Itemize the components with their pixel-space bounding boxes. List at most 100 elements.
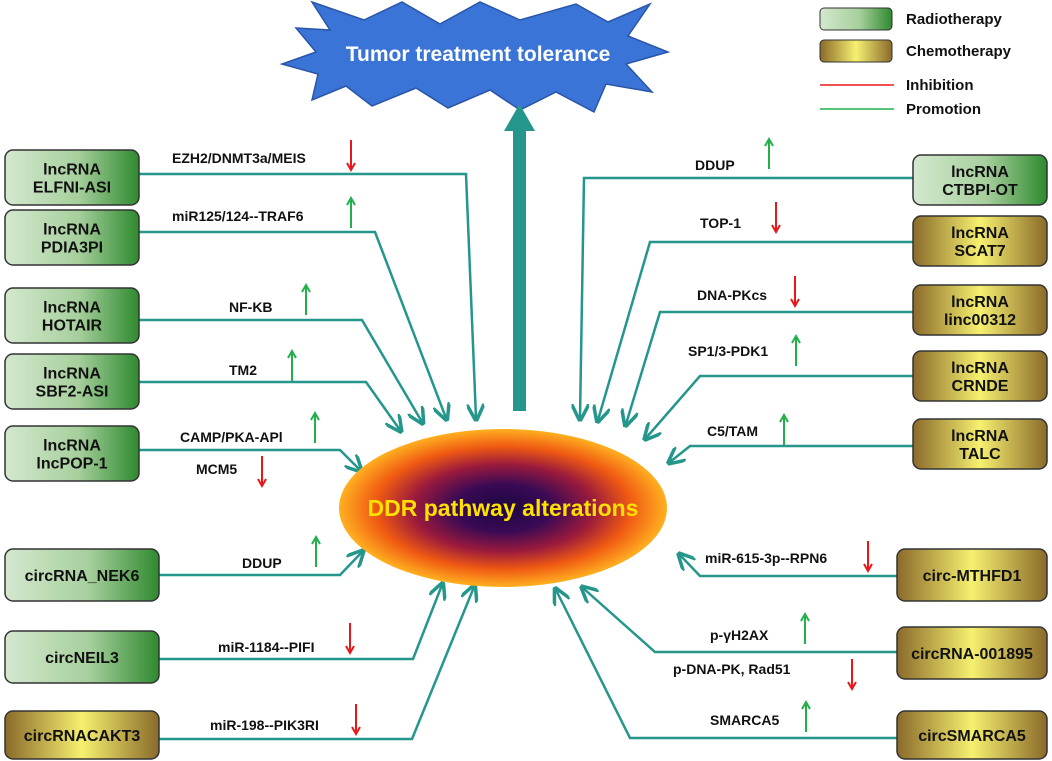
- inhibition-arrow-icon: [257, 456, 267, 489]
- connector-left-7: [159, 585, 442, 661]
- node-title-line1: lncRNA: [951, 225, 1009, 242]
- node-title-line2: SBF2-ASI: [36, 384, 109, 401]
- pathway-label: NF-KB: [229, 299, 273, 315]
- node-title: circ-MTHFD1: [923, 568, 1022, 585]
- radio-swatch-icon: [819, 7, 893, 31]
- tolerance-arrow: [504, 104, 535, 411]
- node-title: circRNA_NEK6: [25, 568, 140, 585]
- legend-label: Radiotherapy: [906, 11, 1003, 28]
- connector-right-4: [646, 374, 913, 438]
- connector-right-2: [598, 240, 913, 420]
- node-title-line2: CRNDE: [952, 378, 1009, 395]
- connector-right-5: [670, 444, 913, 462]
- title-text: Tumor treatment tolerance: [346, 43, 611, 66]
- legend-label: Chemotherapy: [906, 43, 1012, 60]
- connector-right-3: [626, 310, 913, 424]
- pathway-label: miR125/124--TRAF6: [172, 208, 304, 224]
- node-box: [4, 209, 140, 266]
- pathway-label: MCM5: [196, 461, 237, 477]
- node-title-line2: linc00312: [944, 312, 1016, 329]
- left-node-8: circRNACAKT3: [4, 710, 160, 760]
- node-box: [4, 425, 140, 482]
- connector-right-8: [556, 590, 897, 740]
- node-box: [4, 548, 160, 602]
- node-title-line2: HOTAIR: [42, 318, 103, 335]
- node-title-line1: lncRNA: [43, 222, 101, 239]
- pathway-label: DDUP: [242, 555, 282, 571]
- connector-left-4: [139, 380, 400, 430]
- center-node: DDR pathway alterations: [339, 429, 667, 587]
- pathway-label: DNA-PKcs: [697, 287, 767, 303]
- pathway-label: DDUP: [695, 157, 735, 173]
- connector-left-3: [139, 318, 422, 422]
- legend-label: Promotion: [906, 101, 981, 118]
- legend-item-inhibition: Inhibition: [820, 77, 973, 94]
- node-box: [912, 418, 1048, 470]
- inhibition-arrow-icon: [790, 276, 800, 309]
- nodes: lncRNAELFNI-ASIEZH2/DNMT3a/MEISlncRNAPDI…: [4, 136, 1048, 760]
- connector-left-8: [159, 587, 474, 741]
- pathway-label: TOP-1: [700, 215, 741, 231]
- promotion-arrow-icon: [800, 611, 810, 644]
- connector-left-6: [159, 552, 362, 577]
- left-node-7: circNEIL3: [4, 630, 160, 684]
- pathway-label: EZH2/DNMT3a/MEIS: [172, 150, 306, 166]
- promotion-arrow-icon: [311, 534, 321, 567]
- node-box: [912, 350, 1048, 402]
- promotion-arrow-icon: [346, 195, 356, 228]
- legend-item-radiotherapy: Radiotherapy: [819, 7, 1003, 31]
- node-box: [896, 626, 1048, 680]
- inhibition-arrow-icon: [345, 623, 355, 656]
- pathway-label: p-DNA-PK, Rad51: [673, 661, 791, 677]
- node-title-line1: lncRNA: [43, 366, 101, 383]
- node-box: [4, 353, 140, 410]
- inhibition-arrow-icon: [346, 140, 356, 173]
- connector-right-6: [680, 555, 897, 578]
- node-box: [4, 630, 160, 684]
- connector-left-1: [139, 172, 476, 418]
- inhibition-arrow-icon: [771, 202, 781, 235]
- promotion-arrow-icon: [764, 136, 774, 169]
- star-shape: [279, 0, 671, 114]
- pathway-label: CAMP/PKA-APl: [180, 429, 283, 445]
- node-title-line2: TALC: [959, 446, 1001, 463]
- node-title: circNEIL3: [45, 650, 119, 667]
- node-box: [4, 149, 140, 206]
- node-box: [912, 154, 1048, 206]
- promotion-arrow-icon: [801, 699, 811, 732]
- left-node-6: circRNA_NEK6: [4, 548, 160, 602]
- pathway-label: SMARCA5: [710, 712, 779, 728]
- chemo-swatch-icon: [819, 39, 893, 63]
- pathway-label: SP1/3-PDK1: [688, 343, 768, 359]
- legend-label: Inhibition: [906, 77, 973, 94]
- right-node-8: circSMARCA5: [896, 710, 1048, 760]
- promotion-arrow-icon: [779, 412, 789, 445]
- pathway-label: C5/TAM: [707, 423, 758, 439]
- node-title-line1: lncRNA: [951, 360, 1009, 377]
- node-title-line1: lncRNA: [951, 294, 1009, 311]
- node-title-line1: lncRNA: [951, 428, 1009, 445]
- node-box: [896, 710, 1048, 760]
- pathway-label: p-γH2AX: [710, 627, 769, 643]
- legend: RadiotherapyChemotherapyInhibitionPromot…: [819, 7, 1012, 118]
- node-box: [896, 548, 1048, 602]
- title-burst: Tumor treatment tolerance: [279, 0, 671, 114]
- node-title-line1: lncRNA: [43, 162, 101, 179]
- inhibition-arrow-icon: [863, 541, 873, 574]
- promotion-arrow-icon: [287, 348, 297, 381]
- promotion-arrow-icon: [791, 333, 801, 366]
- node-title-line2: lncPOP-1: [36, 456, 107, 473]
- inhibition-arrow-icon: [351, 704, 361, 737]
- node-box: [4, 287, 140, 344]
- connector-right-7: [583, 588, 897, 654]
- legend-item-promotion: Promotion: [820, 101, 981, 118]
- node-title: circRNACAKT3: [24, 728, 141, 745]
